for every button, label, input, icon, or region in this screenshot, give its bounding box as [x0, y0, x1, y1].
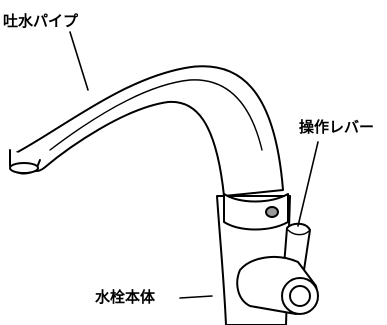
collar — [223, 193, 289, 231]
collar-stud — [265, 206, 279, 218]
label-body: 水栓本体 — [95, 288, 156, 306]
leader-lever — [297, 141, 319, 227]
label-lever: 操作レバー — [299, 118, 375, 136]
leader-spout — [69, 31, 89, 91]
lever-handle-top — [287, 229, 310, 236]
spout-pipe — [13, 65, 284, 197]
leader-body — [179, 295, 213, 299]
label-spout: 吐水パイプ — [3, 12, 79, 30]
spout-highlight — [49, 79, 263, 151]
spout-nozzle-end — [9, 162, 39, 174]
lever-hub-inner — [289, 285, 311, 307]
